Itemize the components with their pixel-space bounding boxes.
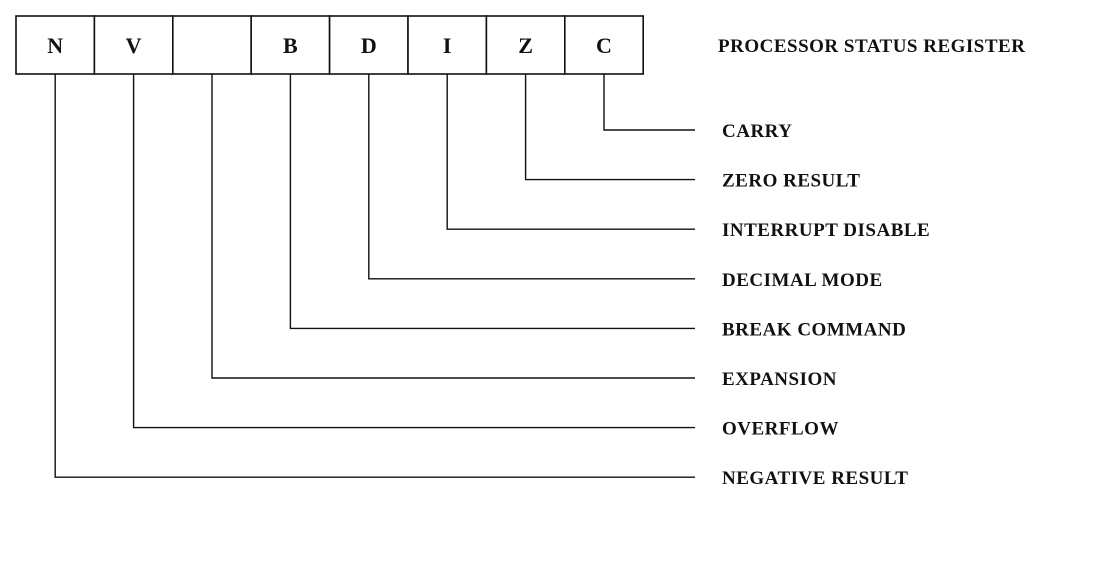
leader-line-zero-result xyxy=(524,74,695,181)
bit-symbol-v: V xyxy=(126,33,142,58)
register-cell-n xyxy=(15,15,96,75)
flag-label-interrupt-disable: INTERRUPT DISABLE xyxy=(722,220,930,241)
bit-symbol-d: D xyxy=(361,33,377,58)
register-cell-unused xyxy=(172,15,253,75)
bit-symbol-b: B xyxy=(283,33,298,58)
flag-label-break-command: BREAK COMMAND xyxy=(722,319,906,340)
flag-labels: NEGATIVE RESULT OVERFLOW EXPANSION BREAK CO… xyxy=(722,121,930,489)
leader-line-break-command xyxy=(289,74,695,330)
flag-label-decimal-mode: DECIMAL MODE xyxy=(722,270,883,291)
flag-label-zero-result: ZERO RESULT xyxy=(722,171,860,192)
leader-line-expansion xyxy=(211,74,695,379)
register-title: PROCESSOR STATUS REGISTER xyxy=(718,36,1025,57)
leader-line-negative-result xyxy=(54,74,695,478)
flag-label-expansion: EXPANSION xyxy=(722,369,837,390)
flag-label-carry: CARRY xyxy=(722,121,792,142)
bit-symbol-i: I xyxy=(443,33,452,58)
bit-symbol-z: Z xyxy=(518,33,533,58)
leader-line-interrupt-disable xyxy=(446,74,695,230)
leader-line-decimal-mode xyxy=(368,74,695,280)
register-cell-v xyxy=(93,15,174,75)
flag-label-overflow: OVERFLOW xyxy=(722,419,839,440)
leader-line-overflow xyxy=(132,74,695,429)
bit-symbol-n: N xyxy=(47,33,63,58)
flag-leader-lines xyxy=(54,74,695,478)
leader-line-carry xyxy=(603,74,695,131)
bit-symbol-c: C xyxy=(596,33,612,58)
register-cell-z xyxy=(485,15,566,75)
flag-label-negative-result: NEGATIVE RESULT xyxy=(722,468,908,489)
